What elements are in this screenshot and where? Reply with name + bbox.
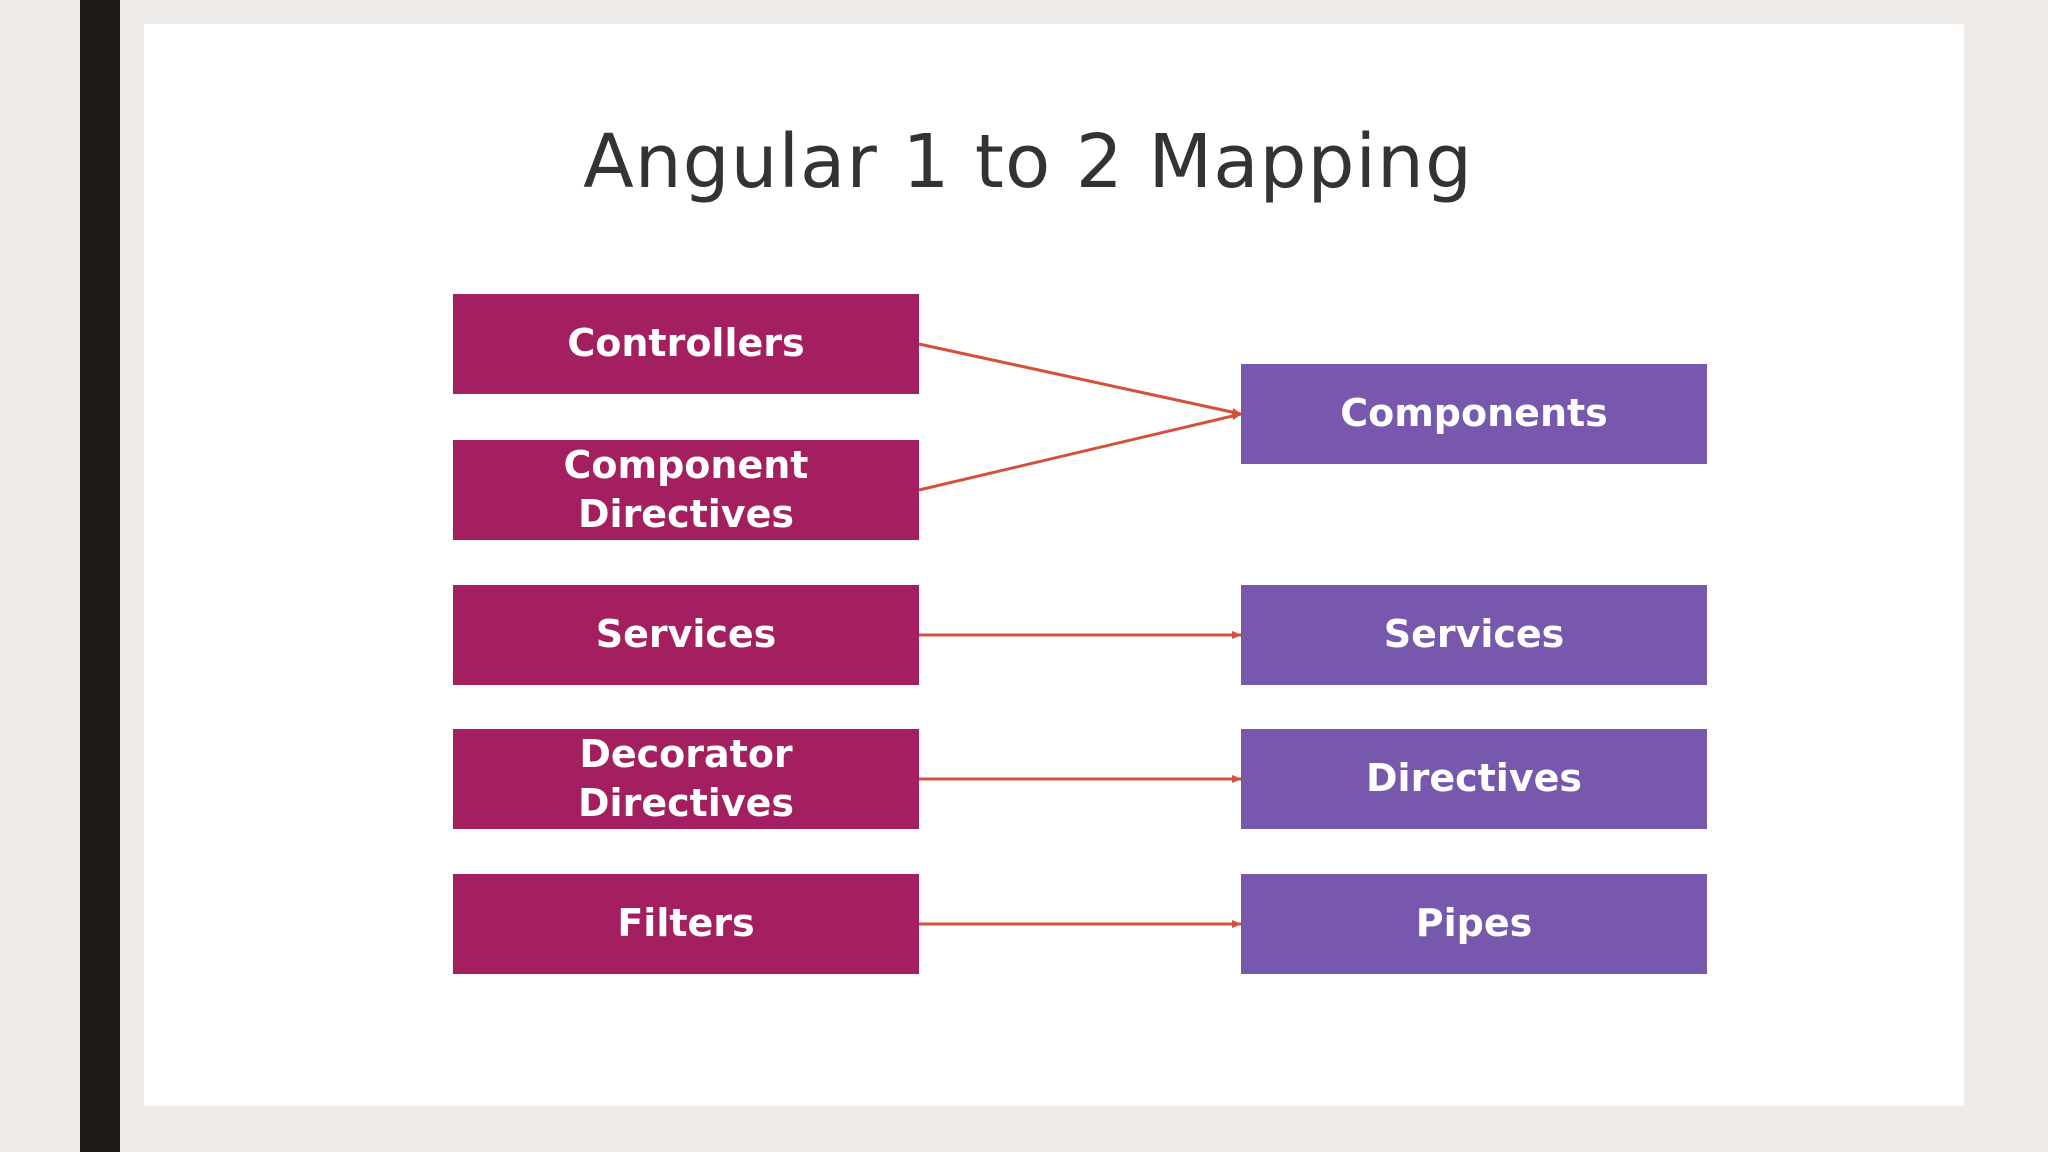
- directives-label: Directives: [1366, 756, 1582, 801]
- slide: Angular 1 to 2 Mapping: [144, 24, 1964, 1106]
- filters-box: Filters: [453, 874, 919, 974]
- decorator-directives-label: Decorator Directives: [578, 731, 794, 825]
- controllers-box: Controllers: [453, 294, 919, 394]
- slide-title: Angular 1 to 2 Mapping: [583, 119, 1473, 205]
- services-left-box: Services: [453, 585, 919, 685]
- pipes-box: Pipes: [1241, 874, 1707, 974]
- components-label: Components: [1340, 391, 1608, 436]
- decorator-directives-box: Decorator Directives: [453, 729, 919, 829]
- component-directives-box: Component Directives: [453, 440, 919, 540]
- services-left-label: Services: [595, 612, 777, 657]
- component-directives-label: Component Directives: [563, 442, 809, 536]
- controllers-label: Controllers: [567, 321, 805, 366]
- services-right-box: Services: [1241, 585, 1707, 685]
- pipes-label: Pipes: [1415, 901, 1533, 946]
- services-right-label: Services: [1383, 612, 1565, 657]
- side-bar: [80, 0, 120, 1152]
- components-box: Components: [1241, 364, 1707, 464]
- filters-label: Filters: [617, 901, 755, 946]
- directives-box: Directives: [1241, 729, 1707, 829]
